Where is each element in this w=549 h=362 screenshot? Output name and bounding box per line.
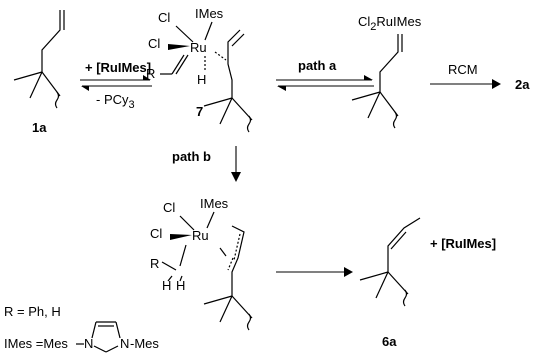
svg-text:-Mes: -Mes bbox=[130, 336, 159, 351]
equilibrium-arrow-path-a bbox=[276, 75, 374, 91]
arrow-to-6a bbox=[276, 267, 353, 277]
reagent-loss-pcy3: - PCy3 bbox=[96, 92, 135, 111]
svg-text:Ru: Ru bbox=[192, 228, 209, 243]
svg-text:H: H bbox=[197, 72, 206, 87]
svg-text:IMes: IMes bbox=[200, 196, 229, 211]
svg-text:H: H bbox=[176, 278, 185, 293]
svg-text:Cl: Cl bbox=[148, 36, 160, 51]
svg-text:R: R bbox=[150, 256, 159, 271]
svg-text:Cl: Cl bbox=[150, 226, 162, 241]
svg-text:R: R bbox=[146, 66, 155, 81]
rcm-arrow bbox=[430, 79, 501, 89]
path-a-label: path a bbox=[298, 58, 337, 73]
equilibrium-arrow-1a-7 bbox=[80, 75, 152, 91]
cl2ru-alkene-complex: Cl2RuIMes bbox=[351, 14, 422, 129]
svg-text:Cl2RuIMes: Cl2RuIMes bbox=[358, 14, 422, 33]
ru-regenerated: + [RuIMes] bbox=[430, 236, 496, 251]
svg-text:H: H bbox=[162, 278, 171, 293]
legend-imes-definition: IMes =Mes N N -Mes bbox=[4, 321, 159, 353]
rcm-label: RCM bbox=[448, 62, 478, 77]
compound-6a-label: 6a bbox=[382, 334, 397, 349]
compound-7-label: 7 bbox=[196, 104, 203, 119]
svg-text:N: N bbox=[84, 336, 93, 351]
svg-text:Ru: Ru bbox=[190, 40, 207, 55]
compound-2a-label: 2a bbox=[515, 77, 530, 92]
svg-text:IMes: IMes bbox=[195, 6, 224, 21]
path-b-label: path b bbox=[172, 149, 211, 164]
ru-hydride-intermediate: Cl IMes Cl Ru R H H bbox=[150, 196, 253, 331]
reagent-add-ru: + [RuIMes] bbox=[85, 60, 151, 75]
svg-text:N: N bbox=[120, 336, 129, 351]
svg-text:IMes =Mes: IMes =Mes bbox=[4, 336, 68, 351]
svg-text:Cl: Cl bbox=[163, 200, 175, 215]
complex-7-structure: Cl IMes Cl Ru R H bbox=[146, 6, 253, 133]
compound-6a-structure bbox=[359, 217, 421, 307]
compound-1a-label: 1a bbox=[32, 120, 47, 135]
legend-r-definition: R = Ph, H bbox=[4, 304, 61, 319]
path-b-arrow bbox=[231, 146, 241, 182]
svg-text:Cl: Cl bbox=[158, 10, 170, 25]
compound-1a-structure bbox=[13, 10, 65, 109]
